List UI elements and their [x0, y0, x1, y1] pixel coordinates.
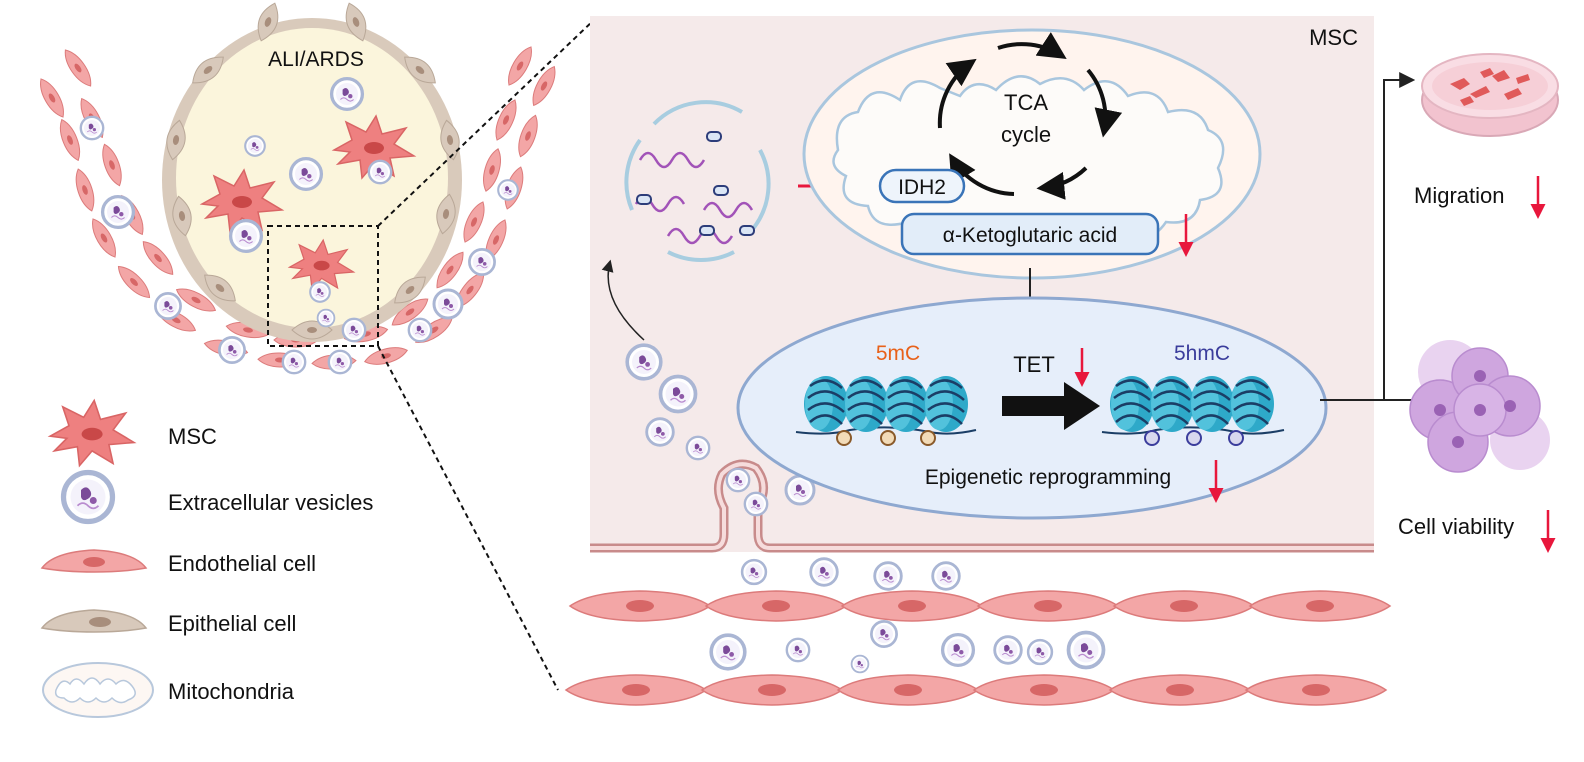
endothelium-top-row	[569, 590, 1391, 622]
idh2-label: IDH2	[898, 176, 946, 199]
msc-panel-label: MSC	[1309, 25, 1358, 50]
alveolus-label: ALI/ARDS	[268, 48, 364, 71]
mitochondria-icon	[42, 662, 154, 718]
uptake-arrow	[601, 259, 645, 341]
legend-item-epithelial: Epithelial cell	[40, 609, 296, 636]
chromatin-5hmc	[1101, 374, 1285, 446]
chromatin-5mc	[795, 374, 977, 446]
akg-label: α-Ketoglutaric acid	[943, 224, 1117, 247]
vesicle-icon	[64, 473, 113, 522]
tca-cycle: TCA cycle	[937, 32, 1123, 200]
viability-label: Cell viability	[1398, 514, 1514, 539]
legend-item-mitochondria: Mitochondria	[42, 662, 295, 718]
zoom-region-box	[267, 225, 379, 347]
legend-label: Endothelial cell	[168, 551, 316, 576]
legend-label: Epithelial cell	[168, 611, 296, 636]
epigenetic-label: Epigenetic reprogramming	[925, 466, 1171, 489]
endothelial-cell-icon	[40, 549, 148, 573]
mark-5hmc-label: 5hmC	[1174, 342, 1230, 365]
migration-label: Migration	[1414, 183, 1504, 208]
msc-panel: MSC	[590, 16, 1374, 553]
mark-5mc-label: 5mC	[876, 342, 920, 365]
cell-membrane	[590, 459, 1374, 553]
idh2-enzyme: IDH2	[878, 168, 966, 204]
legend-label: MSC	[168, 424, 217, 449]
endothelium-bottom-row	[565, 674, 1387, 706]
zoom-line-bottom	[377, 345, 559, 691]
alpha-ketoglutarate: α-Ketoglutaric acid	[900, 212, 1160, 256]
legend-label: Mitochondria	[168, 679, 295, 704]
ev-cargo	[624, 100, 771, 263]
tca-label-line1: TCA	[1004, 90, 1048, 115]
legend-item-endothelial: Endothelial cell	[40, 549, 316, 576]
alveolus-scene: ALI/ARDS	[34, 0, 597, 691]
legend-item-vesicles: Extracellular vesicles	[64, 473, 373, 522]
legend-label: Extracellular vesicles	[168, 490, 373, 515]
petri-dish-icon	[1421, 53, 1559, 137]
cell-cluster-icon	[1409, 340, 1550, 473]
tca-label-line2: cycle	[1001, 122, 1051, 147]
msc-icon	[49, 399, 135, 467]
tet-label: TET	[1013, 352, 1055, 377]
legend-item-msc: MSC	[49, 399, 217, 467]
conversion-arrow	[1002, 382, 1100, 430]
epithelial-cell-icon	[40, 609, 148, 633]
outcome-connector	[1320, 72, 1416, 401]
legend: MSC Extracellular vesicles Endothelial c…	[40, 399, 373, 718]
